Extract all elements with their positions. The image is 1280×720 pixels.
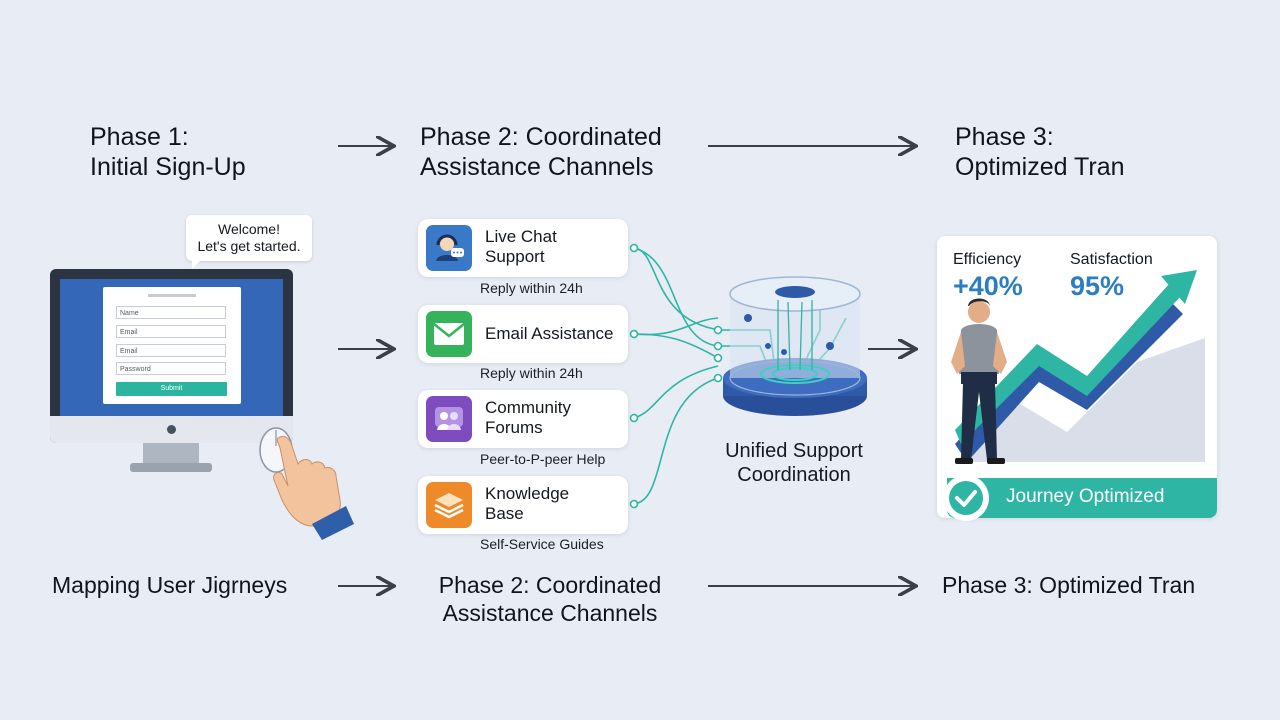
channel-card-community[interactable]: Community Forums: [418, 390, 628, 448]
headset-chat-icon: [426, 225, 472, 271]
connector-dot: [629, 413, 639, 423]
connector-line: [633, 333, 719, 359]
channel-card-email[interactable]: Email Assistance: [418, 305, 628, 363]
connector-line: [633, 377, 719, 505]
email-field[interactable]: Email: [116, 325, 226, 338]
banner-text: Journey Optimized: [1006, 486, 1165, 507]
channel-label: Live Chat Support: [485, 227, 557, 266]
satisfaction-label: Satisfaction: [1070, 251, 1153, 268]
channel-sub-knowledge-base: Self-Service Guides: [480, 536, 604, 552]
bottom-right-title: Phase 3: Optimized Tran: [942, 572, 1196, 598]
bubble-tail: [192, 259, 202, 269]
satisfaction-value: 95%: [1070, 271, 1125, 301]
efficiency-label: Efficiency: [953, 251, 1022, 268]
email-confirm-field[interactable]: Email: [116, 344, 226, 357]
efficiency-value: +40%: [953, 271, 1023, 301]
bottom-left-title: Mapping User Jigrneys: [52, 572, 288, 598]
password-field[interactable]: Password: [116, 362, 226, 375]
monitor-base: [130, 463, 212, 472]
channel-sub-community: Peer-to-P-peer Help: [480, 451, 606, 467]
channel-label: Email Assistance: [485, 324, 614, 343]
bottom-middle-title: Phase 2: Coordinated Assistance Channels: [438, 572, 662, 626]
connector-line: [633, 247, 719, 347]
channel-sub-email: Reply within 24h: [480, 365, 583, 381]
channel-card-live-chat[interactable]: Live Chat Support: [418, 219, 628, 277]
form-header-bar: [148, 294, 196, 297]
stack-icon: [426, 482, 472, 528]
growth-chart-illustration: [951, 270, 1205, 464]
connector-line: [633, 365, 719, 419]
connector-dot: [629, 499, 639, 509]
connector-dot: [713, 353, 723, 363]
connector-dot: [629, 329, 639, 339]
connector-line: [633, 317, 719, 336]
check-icon: [943, 475, 989, 521]
hub-cylinder-icon: [723, 276, 867, 416]
hand-mouse-icon: [259, 427, 354, 540]
connector-line: [633, 247, 721, 331]
channel-sub-live-chat: Reply within 24h: [480, 280, 583, 296]
name-field[interactable]: Name: [116, 306, 226, 319]
monitor-button: [167, 425, 176, 434]
journey-optimized-banner: [947, 478, 1217, 518]
monitor-stand: [143, 443, 199, 465]
connector-dot: [713, 341, 723, 351]
hub-label: Unified Support Coordination: [725, 440, 863, 486]
connector-dot: [713, 373, 723, 383]
channel-label: Knowledge Base: [485, 484, 570, 523]
people-icon: [426, 396, 472, 442]
welcome-bubble: Welcome! Let's get started.: [186, 215, 312, 261]
submit-button[interactable]: Submit: [116, 382, 227, 396]
phase-3-title: Phase 3: Optimized Tran: [955, 123, 1125, 181]
connector-dot: [629, 243, 639, 253]
phase-2-title: Phase 2: Coordinated Assistance Channels: [420, 123, 662, 181]
channel-card-knowledge-base[interactable]: Knowledge Base: [418, 476, 628, 534]
phase-1-title: Phase 1: Initial Sign-Up: [90, 123, 246, 181]
channel-label: Community Forums: [485, 398, 571, 437]
connector-dot: [713, 325, 723, 335]
envelope-icon: [426, 311, 472, 357]
